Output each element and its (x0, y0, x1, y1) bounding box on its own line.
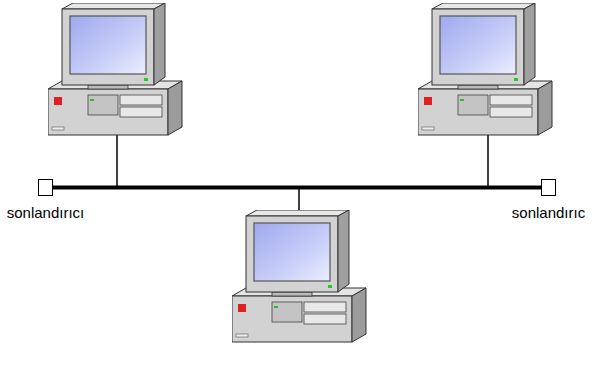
edge-layer (53, 187, 541, 188)
computer (48, 3, 182, 135)
drop-lines (117, 135, 488, 213)
drop-line (298, 188, 300, 213)
bus-cable (53, 186, 541, 190)
terminator-box: sonlandırıc (541, 179, 556, 196)
computer (418, 3, 552, 135)
terminator-label: sonlandırıc (512, 204, 585, 221)
drop-line (116, 135, 118, 188)
terminator-label: sonlandırıcı (7, 204, 85, 221)
computer (232, 210, 366, 342)
terminator-box: sonlandırıcı (38, 179, 53, 196)
drop-line (487, 135, 489, 188)
